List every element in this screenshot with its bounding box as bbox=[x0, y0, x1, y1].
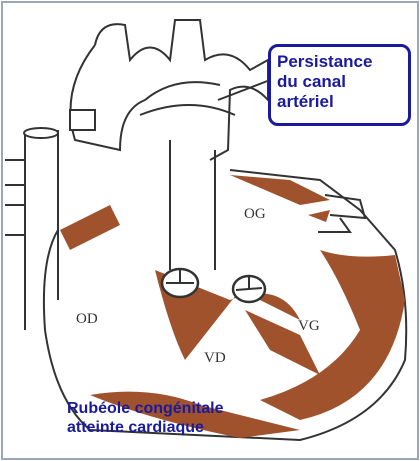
callout-line-2: du canal bbox=[277, 72, 402, 92]
vessel-stub-left bbox=[70, 110, 95, 130]
callout-line-3: artériel bbox=[277, 92, 402, 112]
label-vg: VG bbox=[298, 318, 320, 335]
vena-cava-top bbox=[24, 128, 58, 138]
ductus-callout-box: Persistance du canal artériel bbox=[268, 44, 411, 126]
left-vessels bbox=[5, 160, 25, 235]
label-od: OD bbox=[76, 311, 98, 328]
vena-cava bbox=[25, 130, 58, 330]
muscle-vein-mark bbox=[308, 210, 330, 222]
aorta-loop bbox=[71, 45, 221, 150]
caption-line-1: Rubéole congénitale bbox=[67, 399, 223, 418]
muscle-atrium-band bbox=[60, 205, 120, 250]
ductus-pointer bbox=[218, 80, 270, 100]
caption-line-2: atteinte cardiaque bbox=[67, 418, 223, 437]
pulmonary-trunk bbox=[140, 105, 235, 270]
label-vd: VD bbox=[204, 350, 226, 367]
callout-line-1: Persistance bbox=[277, 52, 402, 72]
label-og: OG bbox=[244, 206, 266, 223]
diagram-caption: Rubéole congénitale atteinte cardiaque bbox=[67, 399, 223, 437]
